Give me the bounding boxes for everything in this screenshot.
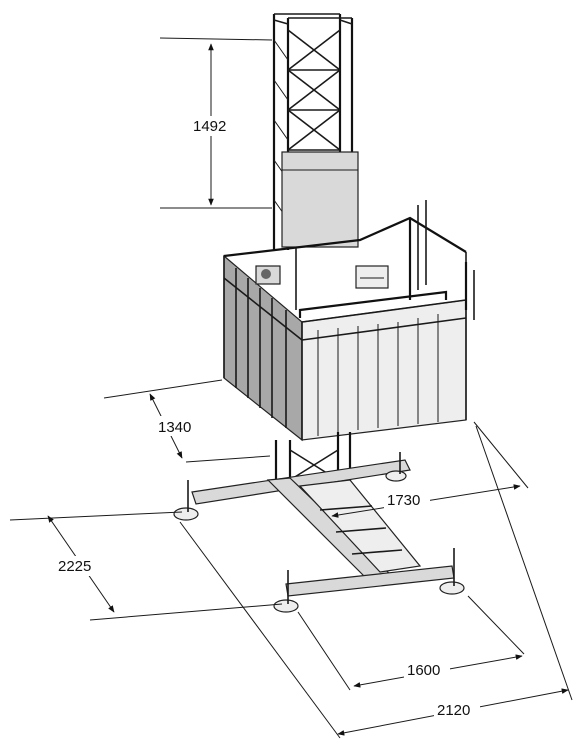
control-box (355, 265, 389, 289)
hoist-cage (223, 200, 475, 442)
drive-unit-panel (281, 151, 359, 248)
dimension-label-1730: 1730 (387, 492, 420, 509)
dimension-label-2225: 2225 (58, 558, 91, 575)
foot-pad-front-left (273, 599, 299, 613)
dimension-1340: 1340 (103, 379, 271, 463)
foot-pad-rear-left (173, 507, 199, 521)
dimension-label-1340: 1340 (158, 419, 191, 436)
dimension-1730: 1730 (331, 421, 529, 518)
dimension-2225: 2225 (9, 511, 283, 621)
mast-tower (272, 13, 354, 250)
foot-pad-front-right (439, 581, 465, 595)
dimension-1492: 1492 (159, 37, 273, 209)
dimension-label-2120: 2120 (437, 702, 470, 719)
base-frame (173, 452, 465, 613)
dimension-1600: 1600 (297, 595, 525, 691)
dimension-label-1600: 1600 (407, 662, 440, 679)
dimension-label-1492: 1492 (193, 118, 226, 135)
foot-pad-rear-right (385, 470, 407, 482)
dimension-2120: 2120 (179, 425, 573, 739)
